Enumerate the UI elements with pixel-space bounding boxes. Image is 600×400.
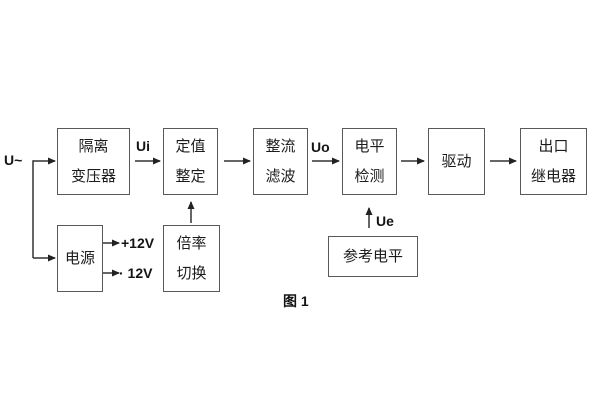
block-label: 驱动	[441, 153, 472, 170]
signal-label-minus-12v: · 12V	[119, 265, 153, 281]
signal-label-input: U~	[4, 152, 23, 168]
block-label: 电平	[354, 138, 385, 155]
block-level-detect: 电平 检测	[342, 128, 397, 195]
signal-label-plus-12v: +12V	[121, 235, 155, 251]
block-label: 参考电平	[342, 248, 403, 265]
block-rectify-filter: 整流 滤波	[253, 128, 308, 195]
block-label: 定值	[175, 138, 206, 155]
block-isolation-transformer: 隔离 变压器	[57, 128, 130, 195]
block-label: 电源	[64, 250, 95, 267]
block-output-relay: 出口 继电器	[520, 128, 587, 195]
block-drive: 驱动	[428, 128, 485, 195]
block-label: 检测	[354, 168, 385, 185]
figure-caption: 图 1	[283, 293, 309, 309]
block-label: 整定	[175, 168, 206, 185]
block-label: 继电器	[530, 168, 576, 185]
signal-label-ui: Ui	[136, 138, 150, 154]
block-label: 滤波	[265, 168, 296, 185]
signal-label-uo: Uo	[311, 139, 330, 155]
block-label: 变压器	[70, 168, 116, 185]
block-label: 切换	[176, 265, 207, 282]
block-label: 出口	[538, 138, 569, 155]
block-label: 整流	[265, 138, 296, 155]
signal-label-ue: Ue	[376, 213, 394, 229]
block-label: 倍率	[176, 235, 207, 252]
block-setting: 定值 整定	[163, 128, 218, 195]
block-power-supply: 电源	[57, 225, 103, 292]
block-label: 隔离	[78, 138, 109, 155]
block-reference-level: 参考电平	[328, 236, 418, 277]
block-ratio-switch: 倍率 切换	[163, 225, 220, 292]
